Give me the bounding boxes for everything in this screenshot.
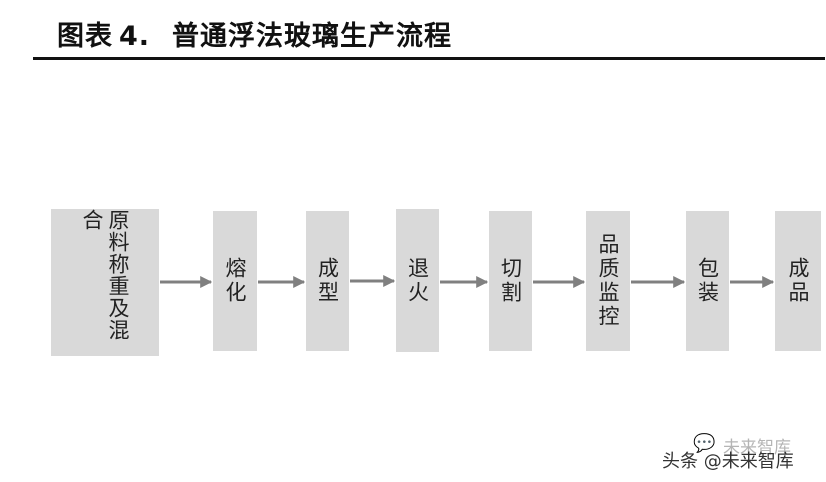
watermark-handle: 头条 @未来智库: [662, 451, 794, 472]
step-label-cutting: 切割: [498, 257, 523, 305]
step-box-packaging: 包装: [686, 211, 729, 351]
figure-label: 图表: [57, 21, 113, 52]
step-label-raw-material: 原料称重及混合: [80, 209, 130, 341]
title-rule: [33, 57, 825, 60]
step-box-cutting: 切割: [489, 211, 532, 351]
step-box-melting: 熔化: [213, 211, 257, 351]
step-label-quality-control: 品质监控: [596, 233, 620, 329]
step-label-forming: 成型: [315, 257, 340, 305]
step-label-melting: 熔化: [223, 257, 247, 305]
step-box-annealing: 退火: [396, 209, 439, 352]
step-box-forming: 成型: [306, 211, 349, 351]
watermark-text: 未来智库: [723, 438, 791, 458]
step-label-packaging: 包装: [695, 257, 720, 305]
step-label-annealing: 退火: [405, 256, 430, 305]
step-box-finished: 成品: [775, 211, 821, 351]
figure-number: 4.: [119, 21, 151, 52]
figure-title-text: 普通浮法玻璃生产流程: [172, 21, 453, 52]
chat-bubble-icon: 💬: [693, 433, 716, 454]
step-box-quality-control: 品质监控: [586, 211, 630, 351]
step-box-raw-material: 原料称重及混合: [51, 209, 159, 356]
step-label-finished: 成品: [786, 257, 810, 305]
